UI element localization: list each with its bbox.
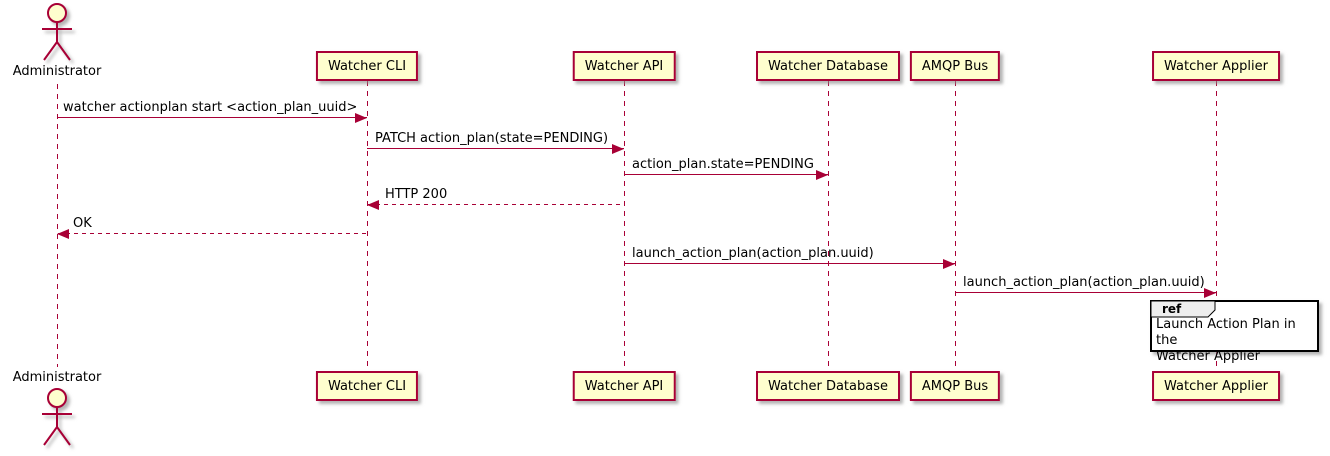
participant-top-watcher-database: Watcher Database [756, 51, 900, 81]
message-label: OK [73, 216, 92, 231]
participant-top-amqp-bus: AMQP Bus [909, 51, 1001, 81]
participant-label: AMQP Bus [921, 378, 989, 394]
lifeline-amqp-bus [955, 81, 956, 371]
participant-label: Watcher CLI [327, 58, 407, 74]
arrowhead-icon [57, 229, 69, 239]
participant-bottom-amqp-bus: AMQP Bus [909, 371, 1001, 401]
participant-label: Watcher API [584, 58, 664, 74]
message-line [955, 292, 1216, 293]
message-label: HTTP 200 [385, 187, 448, 202]
lifeline-watcher-cli [367, 81, 368, 371]
ref-text-line: Watcher Applier [1156, 349, 1260, 364]
participant-label: Watcher Applier [1164, 58, 1268, 74]
participant-top-watcher-cli: Watcher CLI [315, 51, 419, 81]
arrowhead-icon [367, 200, 379, 210]
actor-label-top: Administrator [12, 64, 102, 79]
ref-text-line: Launch Action Plan in the [1156, 317, 1296, 348]
arrowhead-icon [1204, 288, 1216, 298]
participant-top-watcher-applier: Watcher Applier [1152, 51, 1280, 81]
message-line [368, 204, 624, 205]
lifeline-administrator [57, 84, 58, 367]
message-label: launch_action_plan(action_plan.uuid) [963, 275, 1205, 290]
arrowhead-icon [612, 144, 624, 154]
message-line [624, 174, 828, 175]
participant-bottom-watcher-cli: Watcher CLI [315, 371, 419, 401]
ref-fragment: ref Launch Action Plan in the Watcher Ap… [1150, 300, 1319, 364]
actor-label-bottom: Administrator [12, 370, 102, 385]
message-label: launch_action_plan(action_plan.uuid) [632, 246, 874, 261]
message-line [367, 148, 624, 149]
participant-bottom-watcher-api: Watcher API [572, 371, 676, 401]
message-line [624, 263, 955, 264]
participant-label: Watcher Applier [1164, 378, 1268, 394]
participant-label: Watcher Database [768, 378, 888, 394]
message-line [57, 117, 367, 118]
actor-icon [37, 2, 77, 68]
message-label: watcher actionplan start <action_plan_uu… [63, 100, 358, 115]
ref-tab-icon [1150, 300, 1217, 322]
arrowhead-icon [816, 170, 828, 180]
lifeline-watcher-api [624, 81, 625, 371]
ref-text: Launch Action Plan in the Watcher Applie… [1156, 317, 1317, 365]
participant-top-watcher-api: Watcher API [572, 51, 676, 81]
arrowhead-icon [355, 113, 367, 123]
participant-label: Watcher API [584, 378, 664, 394]
lifeline-watcher-applier [1216, 81, 1217, 371]
participant-label: Watcher Database [768, 58, 888, 74]
message-label: PATCH action_plan(state=PENDING) [375, 131, 609, 146]
message-line [58, 233, 367, 234]
actor-icon [37, 387, 77, 453]
participant-label: Watcher CLI [327, 378, 407, 394]
message-label: action_plan.state=PENDING [632, 157, 814, 172]
ref-keyword: ref [1162, 302, 1182, 316]
participant-bottom-watcher-applier: Watcher Applier [1152, 371, 1280, 401]
participant-bottom-watcher-database: Watcher Database [756, 371, 900, 401]
participant-label: AMQP Bus [921, 58, 989, 74]
lifeline-watcher-database [828, 81, 829, 371]
arrowhead-icon [943, 259, 955, 269]
